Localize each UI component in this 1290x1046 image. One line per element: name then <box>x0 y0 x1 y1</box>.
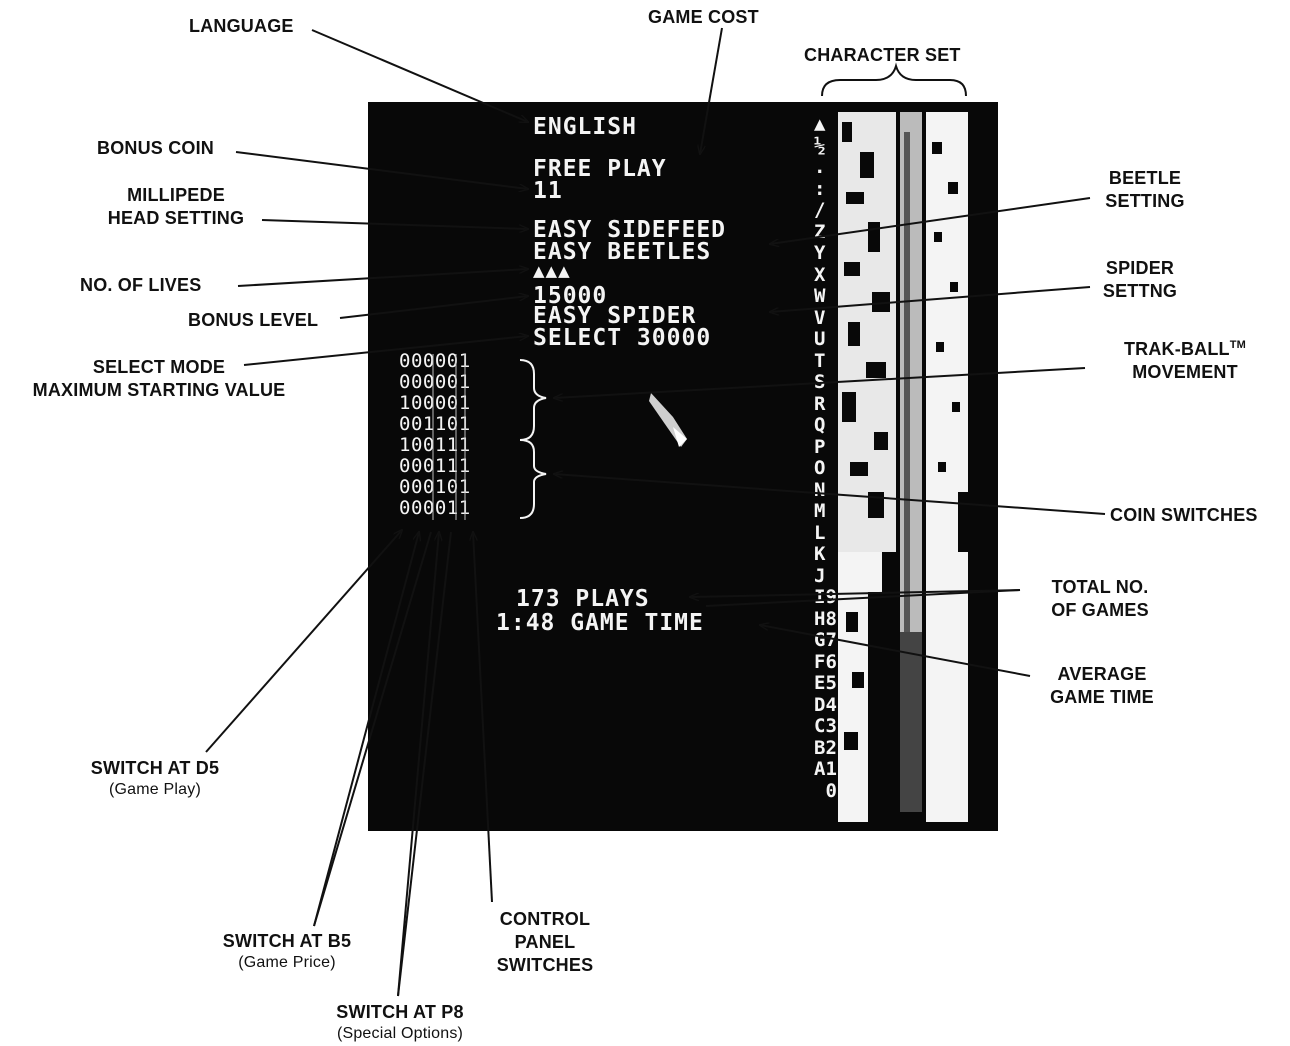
label-select-mode-line2: MAXIMUM STARTING VALUE <box>32 380 286 400</box>
label-switch-p8: SWITCH AT P8 (Special Options) <box>300 1001 500 1044</box>
switch-row: 000011 <box>399 497 471 519</box>
screen-game-cost: FREE PLAY <box>533 156 667 182</box>
label-spider-setting: SPIDER SETTNG <box>1085 257 1195 303</box>
label-character-set: CHARACTER SET <box>804 45 961 65</box>
label-spider-line2: SETTNG <box>1102 281 1178 301</box>
screen-plays: 173 PLAYS <box>516 586 650 612</box>
leader-coin-switches <box>554 474 1106 515</box>
leader-switch-p8-b <box>397 531 452 997</box>
label-switch-b5-title: SWITCH AT B5 <box>222 931 352 951</box>
switch-row: 100001 <box>399 392 471 414</box>
label-select-mode: SELECT MODE MAXIMUM STARTING VALUE <box>4 356 314 402</box>
label-millipede-head-line2: HEAD SETTING <box>107 208 245 228</box>
leader-select-mode <box>243 336 528 366</box>
label-total-games: TOTAL NO. OF GAMES <box>1025 576 1175 622</box>
label-coin-switches: COIN SWITCHES <box>1110 505 1258 525</box>
leader-switch-b5-a <box>313 532 419 927</box>
label-total-games-line1: TOTAL NO. <box>1051 577 1149 597</box>
label-trakball-movement: TRAK-BALLTM MOVEMENT <box>1090 334 1280 384</box>
self-test-screen: ENGLISH FREE PLAY 11 EASY SIDEFEED EASY … <box>368 102 998 831</box>
switch-row: 000001 <box>399 371 471 393</box>
screen-spider-setting: EASY SPIDER <box>533 303 697 329</box>
screen-game-time: 1:48 GAME TIME <box>496 610 704 636</box>
leader-switch-d5 <box>205 530 402 753</box>
trakball-cursor-streak <box>649 393 687 447</box>
switch-group-dividers <box>432 354 466 520</box>
brace-coin-switches <box>519 439 547 519</box>
label-control-panel-switches: CONTROL PANEL SWITCHES <box>470 908 620 977</box>
screen-lives-ships-icon: ▲▲▲ <box>533 262 571 280</box>
screen-select-mode: SELECT 30000 <box>533 325 712 351</box>
label-switch-d5: SWITCH AT D5 (Game Play) <box>60 757 250 800</box>
leader-spider <box>770 286 1091 312</box>
label-game-cost: GAME COST <box>648 7 759 27</box>
screen-head-setting: EASY SIDEFEED <box>533 217 727 243</box>
charset-graphics <box>838 112 968 822</box>
brace-character-set <box>821 62 967 97</box>
leader-trakball <box>554 367 1086 398</box>
label-select-mode-line1: SELECT MODE <box>92 357 226 377</box>
label-beetle-line1: BEETLE <box>1108 168 1182 188</box>
label-switch-p8-sub: (Special Options) <box>336 1025 464 1042</box>
label-avg-time-line2: GAME TIME <box>1050 687 1154 707</box>
label-average-game-time: AVERAGE GAME TIME <box>1032 663 1172 709</box>
leader-control-panel <box>473 532 493 903</box>
screen-bonus-coin: 11 <box>533 178 563 204</box>
label-millipede-head-line1: MILLIPEDE <box>127 185 225 205</box>
leader-switch-p8-a <box>397 532 439 997</box>
label-millipede-head-setting: MILLIPEDE HEAD SETTING <box>91 184 261 230</box>
label-no-of-lives: NO. OF LIVES <box>80 275 202 295</box>
label-control-line1: CONTROL <box>499 909 591 929</box>
leader-bonus-level <box>339 296 528 319</box>
label-beetle-setting: BEETLE SETTING <box>1090 167 1200 213</box>
switch-row: 000111 <box>399 455 471 477</box>
screen-beetle-setting: EASY BEETLES <box>533 239 712 265</box>
label-switch-b5-sub: (Game Price) <box>238 954 336 971</box>
label-switch-d5-sub: (Game Play) <box>109 781 201 798</box>
leader-game-cost <box>700 27 723 154</box>
label-bonus-coin: BONUS COIN <box>97 138 215 158</box>
label-switch-p8-title: SWITCH AT P8 <box>336 1002 464 1022</box>
label-trakball-line1: TRAK-BALLTM <box>1124 339 1246 359</box>
label-total-games-line2: OF GAMES <box>1051 600 1149 620</box>
leader-total-games-time <box>705 589 1021 607</box>
screen-bonus-level: 15000 <box>533 283 608 309</box>
label-switch-b5: SWITCH AT B5 (Game Price) <box>192 930 382 973</box>
label-control-line3: SWITCHES <box>496 955 594 975</box>
label-language: LANGUAGE <box>189 16 294 36</box>
leader-beetle <box>770 197 1091 244</box>
brace-trakball <box>519 359 547 441</box>
screen-language: ENGLISH <box>533 114 637 140</box>
label-switch-d5-title: SWITCH AT D5 <box>90 758 220 778</box>
label-trakball-tm: TM <box>1229 339 1247 351</box>
leader-total-games-plays <box>690 589 1021 597</box>
label-beetle-line2: SETTING <box>1105 191 1185 211</box>
switch-row: 000101 <box>399 476 471 498</box>
label-bonus-level: BONUS LEVEL <box>188 310 319 330</box>
label-trakball-text: TRAK-BALL <box>1123 339 1230 359</box>
leader-average-time <box>760 625 1031 677</box>
label-avg-time-line1: AVERAGE <box>1057 664 1147 684</box>
label-trakball-line2: MOVEMENT <box>1132 362 1238 382</box>
label-spider-line1: SPIDER <box>1105 258 1175 278</box>
leader-switch-b5-b <box>313 531 432 927</box>
leader-lives <box>237 269 528 287</box>
leader-head-setting <box>261 219 528 229</box>
leader-bonus-coin <box>235 151 528 189</box>
switch-row: 000001 <box>399 350 471 372</box>
label-control-line2: PANEL <box>514 932 576 952</box>
leader-language <box>311 29 528 122</box>
switch-row: 100111 <box>399 434 471 456</box>
switch-row: 001101 <box>399 413 471 435</box>
